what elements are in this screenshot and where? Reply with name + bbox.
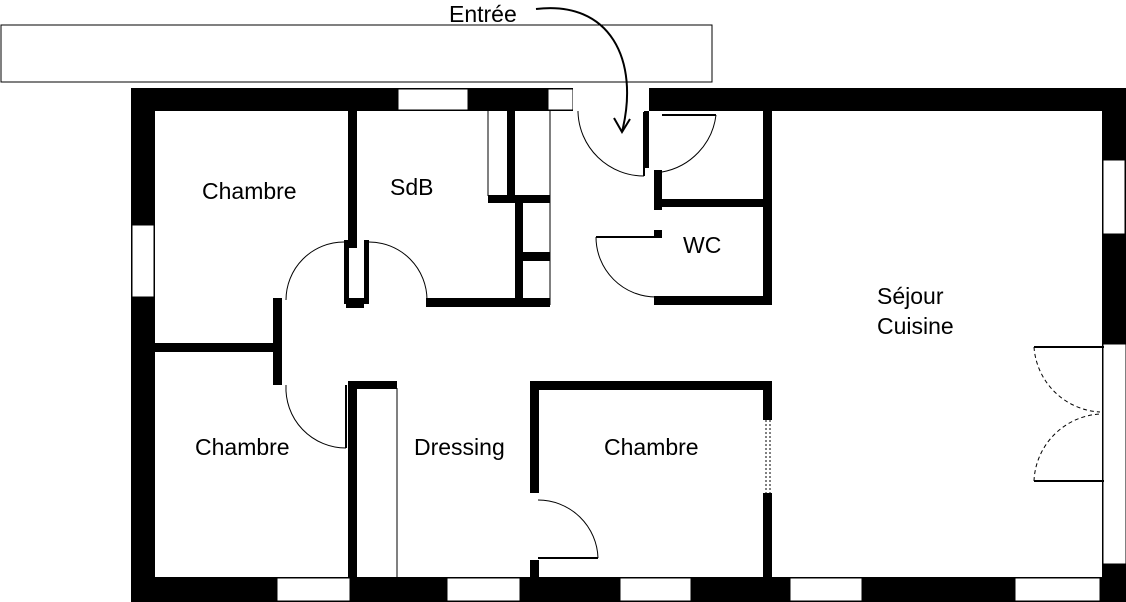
label-entree: Entrée — [449, 1, 517, 27]
label-sejour: Séjour — [877, 283, 944, 309]
entrance-arrow — [535, 7, 631, 134]
label-chambre-top-left: Chambre — [202, 178, 297, 204]
label-sdb: SdB — [390, 174, 433, 200]
label-chambre-center: Chambre — [604, 434, 699, 460]
label-wc: WC — [683, 232, 721, 258]
interior-walls — [155, 111, 772, 577]
windows-top — [397, 88, 649, 111]
windows-left — [131, 224, 155, 298]
label-dressing: Dressing — [414, 434, 505, 460]
windows-right — [1102, 159, 1126, 565]
door-swings — [285, 111, 1104, 559]
windows-bottom — [276, 577, 1101, 602]
terrace-outline — [0, 24, 713, 83]
thin-lines — [396, 111, 771, 577]
label-chambre-bottom-left: Chambre — [195, 434, 290, 460]
interior-floor — [155, 111, 1102, 577]
label-cuisine: Cuisine — [877, 313, 954, 339]
